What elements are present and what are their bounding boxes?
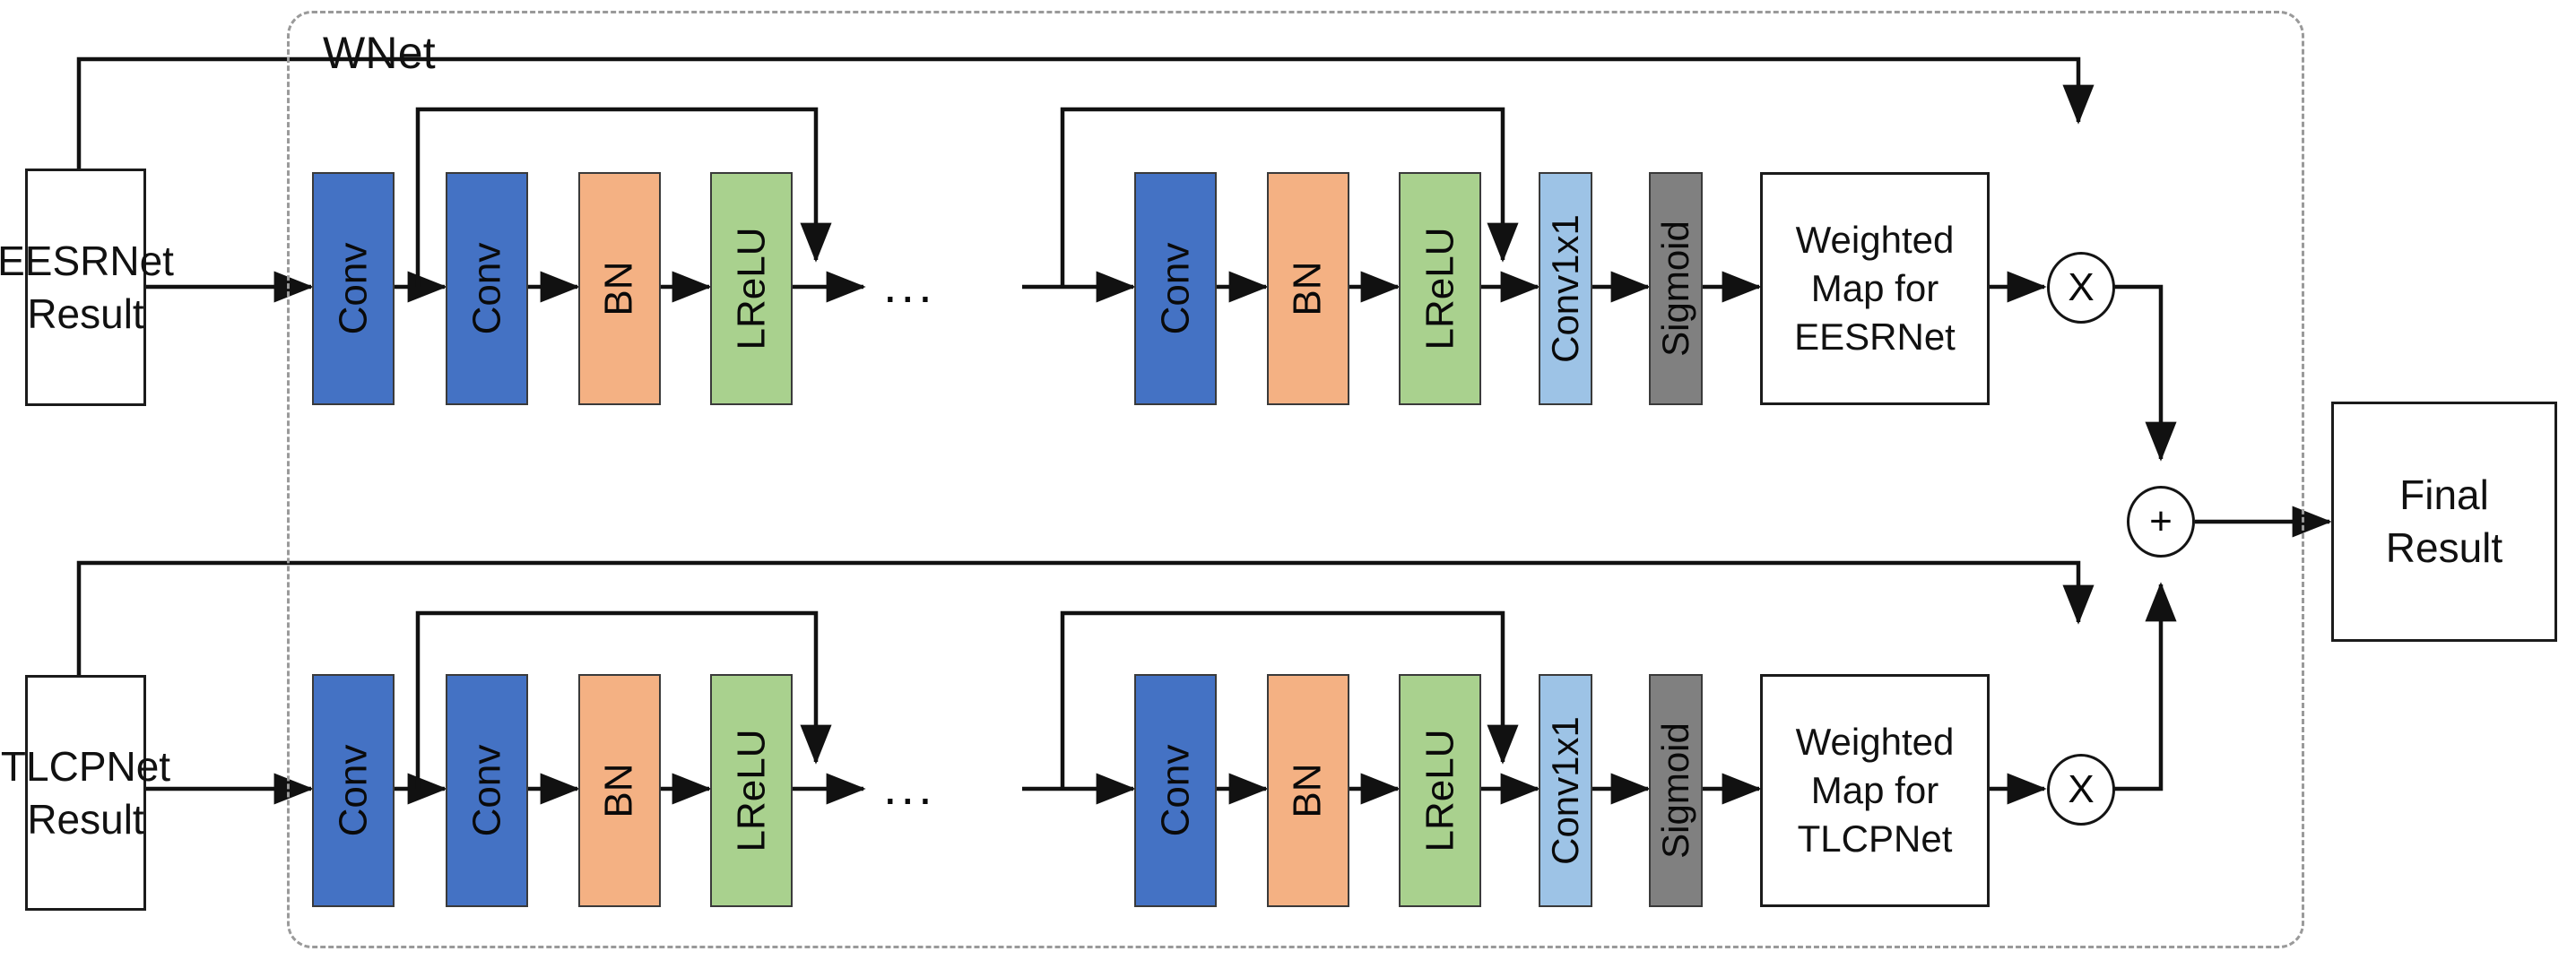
block-conv-a1[interactable]: Conv [312, 172, 395, 405]
block-bn-b1[interactable]: BN [578, 674, 661, 907]
tlcpnet-input-box: TLCPNet Result [1, 675, 170, 911]
wnet-container [287, 11, 2304, 948]
block-conv-a3[interactable]: Conv [1134, 172, 1217, 405]
block-conv-b2-label: Conv [464, 744, 508, 837]
block-lrelu-a2[interactable]: LReLU [1399, 172, 1481, 405]
tlcpnet-input-line2: Result [27, 795, 144, 843]
block-conv-b2[interactable]: Conv [446, 674, 528, 907]
block-lrelu-b2-label: LReLU [1418, 729, 1461, 852]
block-bn-b2[interactable]: BN [1267, 674, 1349, 907]
block-sigmoid-b[interactable]: Sigmoid [1649, 674, 1703, 907]
multiply-operator-eesrnet-label: X [2068, 265, 2095, 309]
weighted-map-eesrnet-line2: Map for [1810, 267, 1939, 310]
block-lrelu-a2-label: LReLU [1418, 227, 1461, 350]
eesrnet-input-box: EESRNet Result [0, 169, 174, 406]
block-sigmoid-a[interactable]: Sigmoid [1649, 172, 1703, 405]
block-lrelu-b1-label: LReLU [729, 729, 773, 852]
eesrnet-input-line1: EESRNet [0, 237, 174, 284]
block-conv-b1[interactable]: Conv [312, 674, 395, 907]
block-conv-a2-label: Conv [464, 242, 508, 335]
tlcpnet-input-line1: TLCPNet [0, 742, 171, 790]
weighted-map-eesrnet-line1: Weighted [1795, 219, 1955, 262]
wnet-title: WNet [323, 28, 436, 78]
final-result-line1: Final [2399, 471, 2489, 519]
block-sigmoid-b-label: Sigmoid [1654, 722, 1696, 859]
block-lrelu-b1[interactable]: LReLU [710, 674, 793, 907]
weighted-map-tlcpnet-box: Weighted Map for TLCPNet [1760, 674, 1990, 907]
block-lrelu-a1-label: LReLU [729, 227, 773, 350]
block-conv-a3-label: Conv [1153, 242, 1197, 335]
block-lrelu-a1[interactable]: LReLU [710, 172, 793, 405]
block-conv-b3[interactable]: Conv [1134, 674, 1217, 907]
multiply-operator-eesrnet: X [2047, 252, 2115, 324]
weighted-map-eesrnet-box: Weighted Map for EESRNet [1760, 172, 1990, 405]
block-conv-a2[interactable]: Conv [446, 172, 528, 405]
eesrnet-input-line2: Result [27, 290, 144, 337]
weighted-map-tlcpnet-line2: Map for [1810, 769, 1939, 812]
ellipsis-bottom: ... [883, 758, 936, 815]
block-lrelu-b2[interactable]: LReLU [1399, 674, 1481, 907]
weighted-map-tlcpnet-line3: TLCPNet [1797, 817, 1953, 860]
multiply-operator-tlcpnet-label: X [2068, 767, 2095, 811]
add-operator: + [2127, 486, 2195, 558]
block-bn-a2[interactable]: BN [1267, 172, 1349, 405]
block-bn-a1[interactable]: BN [578, 172, 661, 405]
block-conv1x1-b-label: Conv1x1 [1544, 716, 1587, 865]
block-conv-a1-label: Conv [331, 242, 375, 335]
block-conv1x1-b[interactable]: Conv1x1 [1539, 674, 1592, 907]
block-conv1x1-a-label: Conv1x1 [1544, 214, 1587, 363]
block-bn-b2-label: BN [1286, 763, 1330, 818]
block-bn-b1-label: BN [597, 763, 641, 818]
add-operator-label: + [2149, 499, 2173, 543]
multiply-operator-tlcpnet: X [2047, 754, 2115, 826]
weighted-map-tlcpnet-line1: Weighted [1795, 721, 1955, 764]
block-sigmoid-a-label: Sigmoid [1654, 221, 1696, 357]
block-conv-b1-label: Conv [331, 744, 375, 837]
block-conv1x1-a[interactable]: Conv1x1 [1539, 172, 1592, 405]
ellipsis-top: ... [883, 256, 936, 313]
weighted-map-eesrnet-line3: EESRNet [1794, 315, 1956, 358]
block-conv-b3-label: Conv [1153, 744, 1197, 837]
block-bn-a1-label: BN [597, 261, 641, 316]
final-result-line2: Result [2385, 524, 2503, 571]
final-result-box: Final Result [2331, 402, 2557, 642]
block-bn-a2-label: BN [1286, 261, 1330, 316]
